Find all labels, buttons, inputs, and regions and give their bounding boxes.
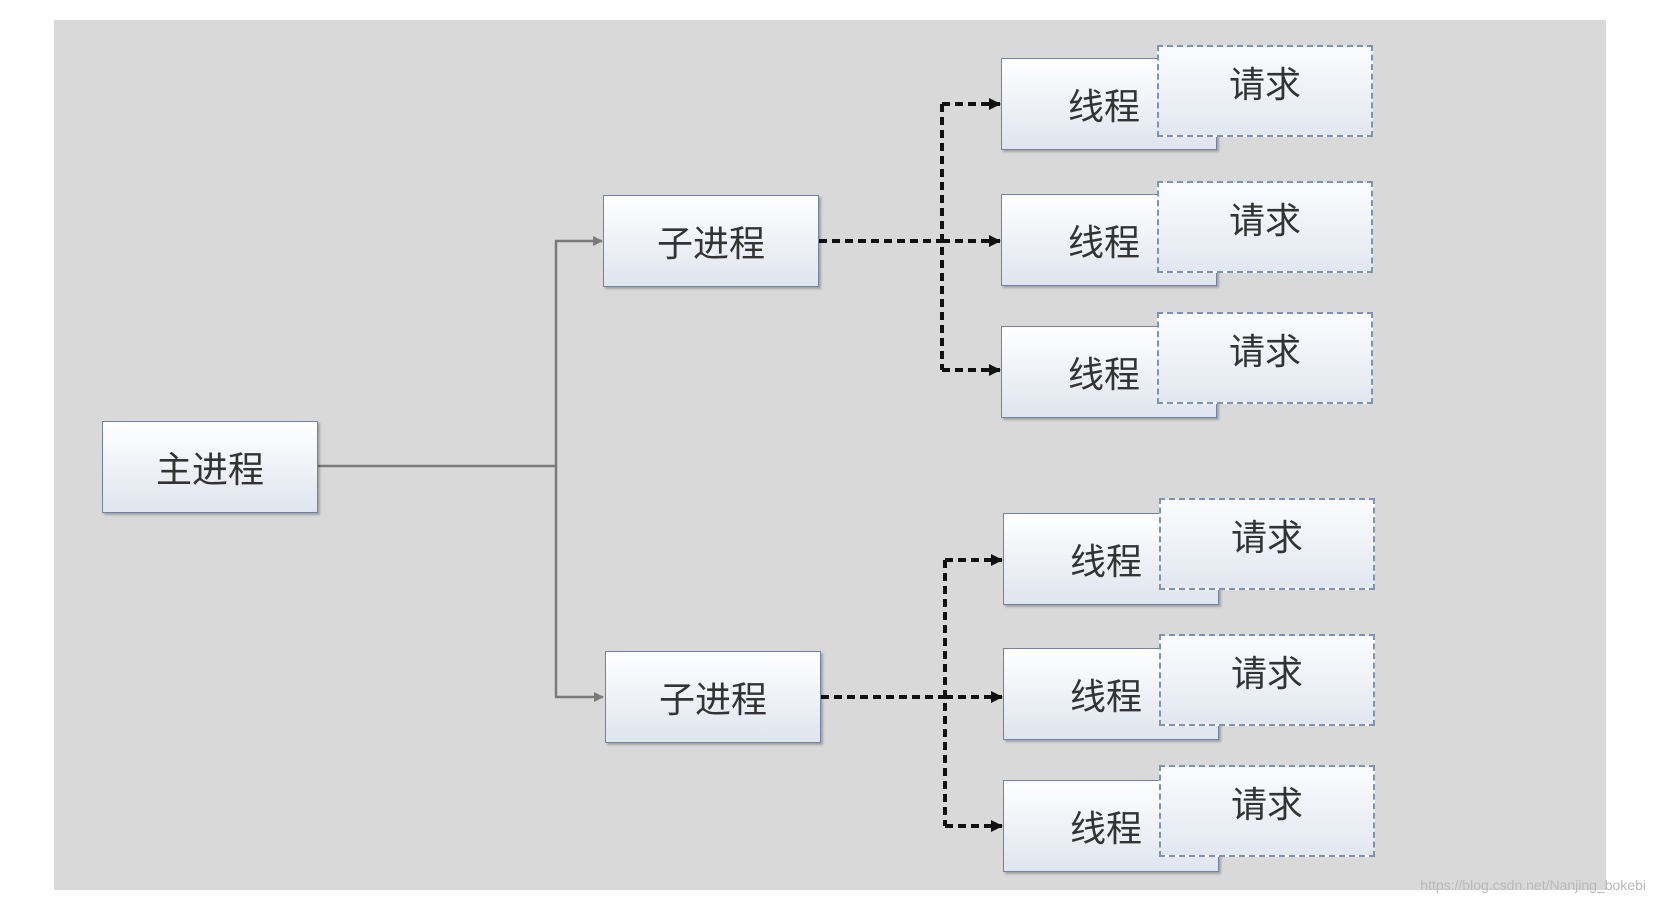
thread-label: 线程 [1070,542,1143,583]
request-label: 请求 [1228,65,1301,106]
thread-label: 线程 [1070,809,1143,850]
thread-label: 线程 [1070,677,1143,718]
thread-label: 线程 [1068,223,1141,264]
request-box: 请求 [1157,45,1373,137]
request-label: 请求 [1230,518,1303,559]
request-box: 请求 [1157,181,1373,273]
request-label: 请求 [1230,654,1303,695]
thread-label: 线程 [1068,355,1141,396]
child-process-label: 子进程 [656,224,765,265]
connector-main-to-child-1 [318,236,603,468]
child-process-box-1: 子进程 [603,195,819,287]
request-box: 请求 [1157,312,1373,404]
main-process-label: 主进程 [155,450,264,491]
connector-main-to-child-2 [554,466,604,702]
request-box: 请求 [1159,498,1375,590]
request-box: 请求 [1159,765,1375,857]
thread-label: 线程 [1068,87,1141,128]
request-label: 请求 [1228,201,1301,242]
child-process-label: 子进程 [658,680,767,721]
watermark: https://blog.csdn.net/Nanjing_bokebi [1420,877,1646,893]
request-label: 请求 [1228,332,1301,373]
request-box: 请求 [1159,634,1375,726]
request-label: 请求 [1230,785,1303,826]
child-process-box-2: 子进程 [605,651,821,743]
main-process-box: 主进程 [102,421,318,513]
